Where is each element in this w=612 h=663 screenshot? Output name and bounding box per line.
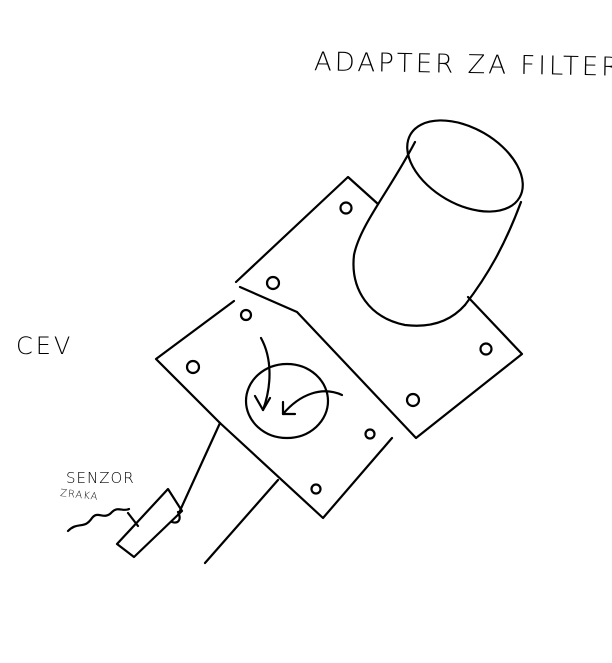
- sensor-leader-line: [66, 507, 131, 533]
- upper-plate-bolt-hole: [405, 392, 421, 408]
- upper-plate-bolt-hole: [265, 275, 281, 291]
- filter-body-right: [463, 200, 523, 307]
- pipe-label: CEV: [16, 332, 74, 360]
- diagram-title-label: ADAPTER ZA FILTER: [313, 47, 612, 83]
- lower-plate-bolt-hole: [185, 359, 201, 375]
- upper-adapter-plate: [234, 175, 524, 440]
- pipe-edge-right: [203, 478, 280, 565]
- center-opening-circle: [244, 362, 330, 440]
- pipe: [176, 421, 280, 565]
- filter-cylinder: [352, 119, 524, 327]
- flow-arrow-down-head: [253, 394, 272, 412]
- filter-top-ellipse: [406, 119, 524, 213]
- air-sensor: [66, 487, 184, 559]
- filter-body-left: [352, 140, 467, 327]
- lower-plate-bolt-hole: [310, 483, 322, 495]
- air-sensor-body: [115, 487, 184, 559]
- flow-arrow-curve: [281, 390, 344, 416]
- sensor-label-line1: SENZOR: [66, 469, 135, 487]
- air-sensor-tab: [126, 510, 181, 528]
- upper-plate-outline: [234, 175, 524, 440]
- flow-arrow-curve-head: [281, 400, 297, 416]
- lower-plate-bolt-hole: [364, 428, 376, 440]
- pipe-edge-left: [176, 421, 222, 517]
- lower-plate-bolt-hole: [239, 308, 253, 322]
- upper-plate-bolt-hole: [479, 342, 493, 356]
- upper-plate-bolt-hole: [339, 201, 353, 215]
- center-opening: [244, 336, 344, 440]
- flow-arrow-down: [259, 336, 271, 412]
